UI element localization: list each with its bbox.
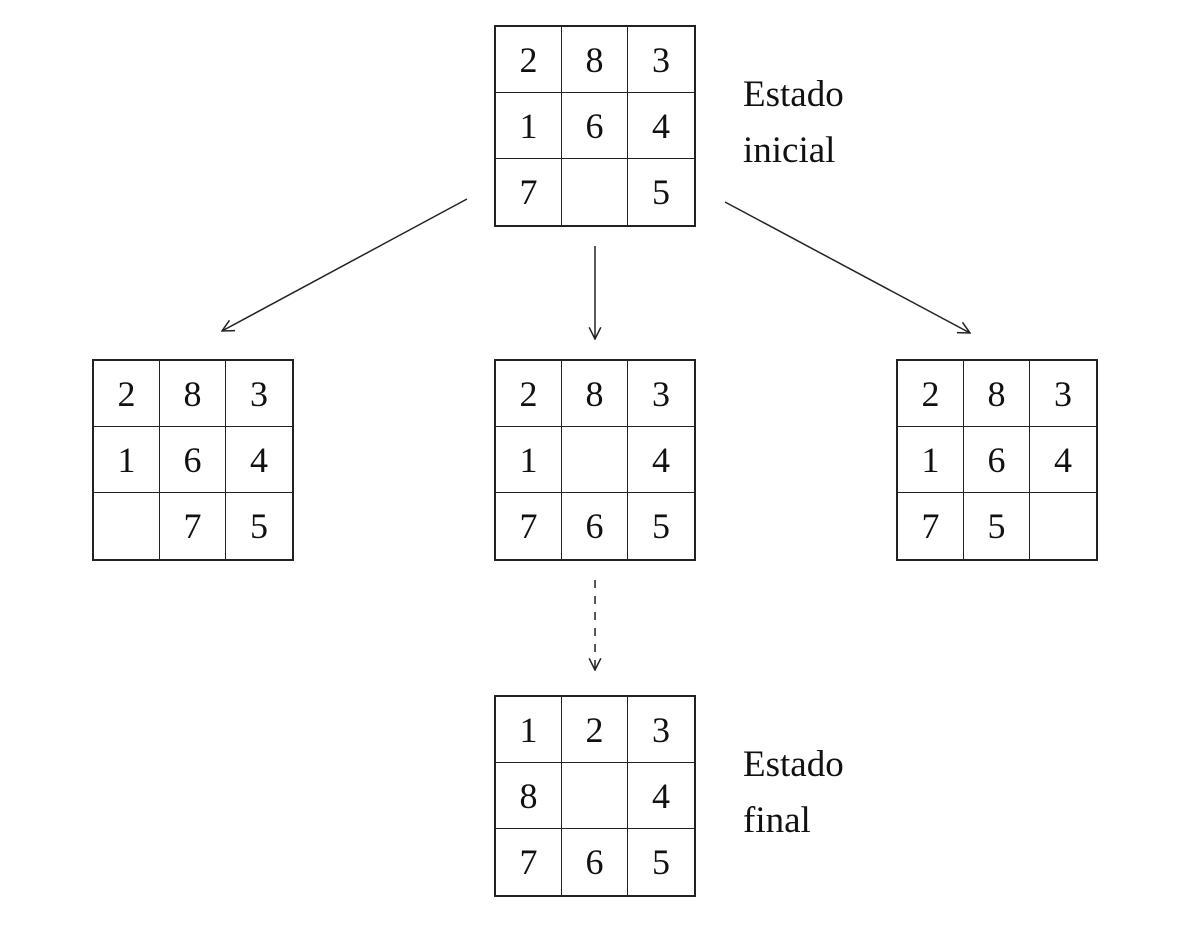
tile: 3: [1030, 361, 1096, 427]
tile: 5: [652, 506, 670, 546]
tile: 6: [964, 427, 1030, 493]
tile: 1: [496, 93, 562, 159]
tile: 7: [496, 159, 562, 225]
tile: 1: [496, 697, 562, 763]
tile: 4: [226, 427, 292, 493]
tile: 6: [562, 93, 628, 159]
tile: 5: [652, 842, 670, 882]
tile: 8: [562, 361, 628, 427]
label-final-state: Estado final: [743, 737, 844, 849]
tile: 6: [562, 829, 628, 895]
tile: 3: [628, 697, 694, 763]
tile: 1: [898, 427, 964, 493]
tile: 3: [628, 361, 694, 427]
tile: 2: [496, 27, 562, 93]
tile-blank: [1030, 493, 1096, 559]
tile-blank: [562, 427, 628, 493]
tile: 3: [628, 27, 694, 93]
tile: 5: [250, 506, 268, 546]
tile: 2: [94, 361, 160, 427]
tile: 5: [964, 493, 1030, 559]
label-final-line1: Estado: [743, 744, 844, 785]
label-initial-line2: inicial: [743, 130, 836, 171]
tile-blank: [562, 763, 628, 829]
tile: 4: [628, 763, 694, 829]
tile: 1: [94, 427, 160, 493]
tile: 4: [628, 427, 694, 493]
tile: 4: [1030, 427, 1096, 493]
tile: 2: [496, 361, 562, 427]
tile: 3: [226, 361, 292, 427]
tile: 8: [562, 27, 628, 93]
tile: 7: [160, 493, 226, 559]
tile-blank: [94, 493, 160, 559]
tile: 6: [160, 427, 226, 493]
tile: 2: [562, 697, 628, 763]
tile: 6: [562, 493, 628, 559]
tile: 8: [964, 361, 1030, 427]
label-final-line2: final: [743, 800, 811, 841]
label-initial-line1: Estado: [743, 74, 844, 115]
tile-blank: [562, 159, 628, 225]
edge-initial-to-right: [724, 201, 970, 333]
label-initial-state: Estado inicial: [743, 67, 844, 179]
tile: 8: [160, 361, 226, 427]
tile: 7: [898, 493, 964, 559]
tile: 7: [496, 493, 562, 559]
edge-initial-to-left: [222, 198, 468, 331]
tile: 1: [496, 427, 562, 493]
tile: 7: [496, 829, 562, 895]
tile: 2: [898, 361, 964, 427]
tile: 5: [652, 172, 670, 212]
tile: 8: [496, 763, 562, 829]
tile: 4: [628, 93, 694, 159]
